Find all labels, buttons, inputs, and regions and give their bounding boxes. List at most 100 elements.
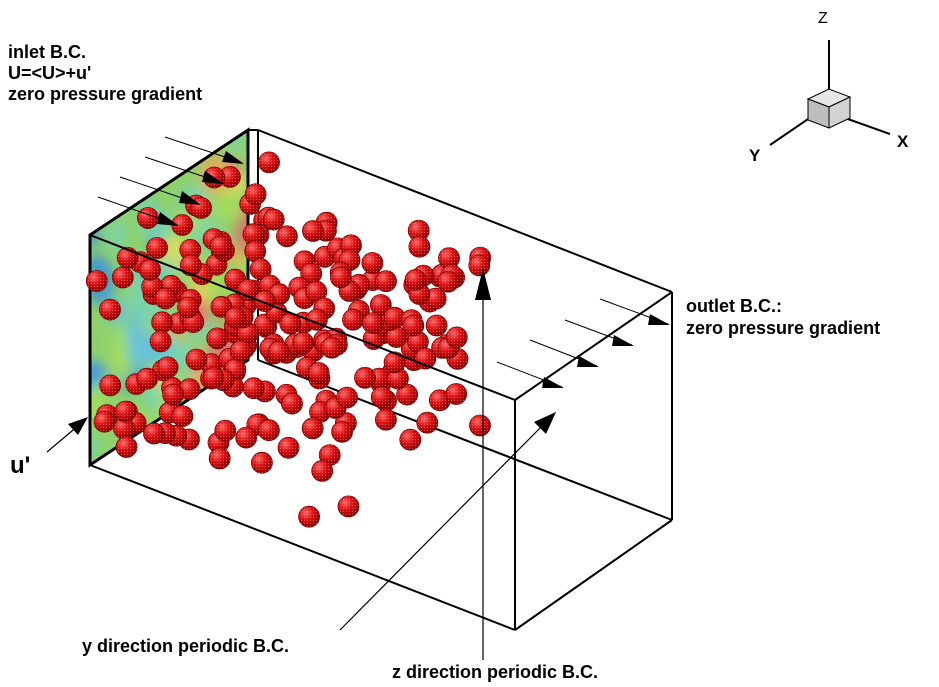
particle-texture	[86, 270, 108, 292]
arrowhead	[542, 377, 564, 388]
particle-texture	[136, 368, 158, 390]
particle-texture	[225, 307, 246, 329]
particle-texture	[279, 313, 301, 335]
particle-texture	[146, 237, 168, 259]
particle-texture	[386, 326, 407, 348]
particle-texture	[210, 235, 232, 257]
particle-texture	[302, 417, 324, 439]
inlet-bc-velocity: U=<U>+u'	[8, 63, 92, 83]
particle-texture	[258, 151, 280, 173]
particle-texture	[116, 436, 137, 458]
particle-texture	[311, 460, 333, 482]
particle-texture	[292, 332, 314, 354]
particle-texture	[180, 254, 202, 276]
triad-cube-right	[828, 96, 851, 129]
particle-texture	[362, 312, 384, 334]
particle-texture	[384, 307, 406, 329]
particle-texture	[437, 271, 459, 293]
particle-texture	[446, 326, 468, 348]
particle-texture	[209, 448, 231, 469]
particle-texture	[203, 367, 224, 389]
particle-texture	[408, 236, 430, 258]
particle-texture	[179, 378, 200, 400]
box-front-edges	[89, 234, 673, 631]
particle-texture	[321, 337, 343, 359]
particle-texture	[99, 299, 121, 321]
particle-texture	[330, 266, 352, 288]
particle-texture	[387, 368, 409, 390]
particle-texture	[354, 367, 376, 389]
particle-texture	[469, 415, 491, 436]
particle-texture	[115, 401, 136, 423]
arrowhead	[222, 151, 244, 164]
particle-texture	[336, 387, 358, 409]
z-periodic-label: z direction periodic B.C.	[392, 662, 599, 682]
field-contour-blob	[126, 346, 160, 367]
axes-triad	[769, 40, 891, 146]
particle-texture	[361, 252, 383, 274]
y-periodic-pointer	[339, 412, 556, 631]
particle-texture	[162, 384, 184, 405]
particle-texture	[112, 267, 134, 288]
particle-texture	[157, 356, 179, 378]
particle-texture	[370, 294, 392, 316]
particle-texture	[445, 383, 467, 405]
particle-texture	[407, 331, 429, 353]
particle-texture	[305, 281, 327, 303]
inlet-bc-title: inlet B.C.	[8, 42, 87, 62]
particle-texture	[206, 327, 228, 349]
particle-cloud	[85, 151, 492, 528]
particle-texture	[179, 239, 201, 261]
arrowhead	[612, 335, 634, 346]
particle-texture	[405, 269, 426, 291]
particle-texture	[375, 270, 397, 292]
particle-texture	[300, 263, 322, 285]
particle-texture	[214, 420, 236, 442]
particle-texture	[186, 349, 207, 370]
field-contour-blob	[128, 308, 146, 348]
particle-texture	[254, 290, 276, 312]
particle-texture	[143, 423, 165, 444]
particle-texture	[384, 351, 406, 373]
axis-z-label: Z	[818, 10, 828, 27]
particle-texture	[171, 405, 193, 427]
particle-texture	[375, 409, 397, 431]
arrowhead	[202, 171, 224, 184]
particle-texture	[137, 207, 159, 229]
field-contour-blob	[141, 382, 167, 411]
particle-texture	[244, 240, 266, 262]
particle-texture	[408, 220, 430, 242]
particle-texture	[155, 288, 176, 309]
field-contour-blob	[213, 190, 243, 221]
particle-texture	[425, 288, 447, 310]
particle-texture	[302, 220, 324, 242]
particle-texture	[276, 225, 298, 247]
particle-texture	[94, 411, 115, 433]
inlet-bc-pressure: zero pressure gradient	[8, 84, 203, 104]
particle-texture	[263, 209, 285, 231]
particle-texture	[151, 311, 173, 333]
axis-y-label: Y	[749, 146, 761, 165]
particle-texture	[278, 437, 299, 459]
particle-texture	[438, 247, 460, 269]
u-prime-arrow	[46, 417, 88, 453]
y-periodic-label: y direction periodic B.C.	[82, 636, 290, 656]
particle-texture	[245, 183, 267, 205]
field-contour-blob	[110, 328, 129, 374]
particle-texture	[171, 214, 193, 236]
particle-texture	[258, 419, 280, 441]
particle-texture	[243, 223, 264, 245]
arrowhead	[648, 314, 670, 325]
particle-texture	[426, 315, 448, 336]
inlet-flow-arrows	[97, 136, 244, 226]
particle-texture	[230, 340, 252, 362]
particle-texture	[399, 429, 421, 451]
particle-texture	[113, 418, 135, 439]
particle-texture	[150, 330, 172, 352]
particle-texture	[281, 393, 303, 415]
particle-texture	[298, 506, 320, 528]
particle-texture	[371, 386, 393, 408]
particle-texture	[219, 166, 241, 188]
particle-texture	[139, 259, 161, 281]
